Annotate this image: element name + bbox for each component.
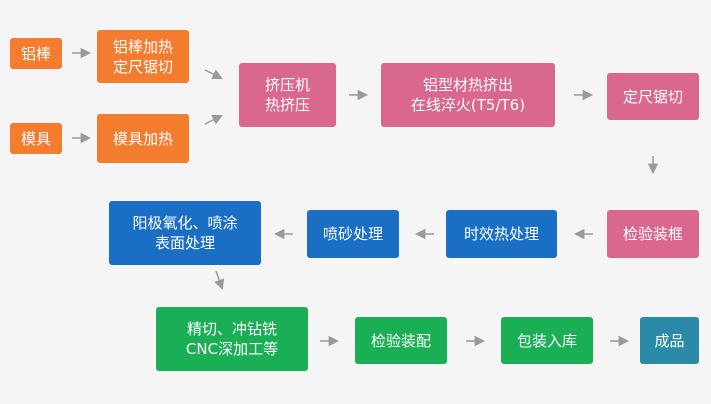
step-aluminum-bar: 铝棒 xyxy=(10,38,62,69)
step-aging: 时效热处理 xyxy=(446,210,557,258)
step-extruder: 挤压机 热挤压 xyxy=(239,63,336,127)
step-bar-heat-cut: 铝棒加热 定尺锯切 xyxy=(97,30,189,83)
step-finished: 成品 xyxy=(640,317,699,364)
arrow-heat-to-extruder xyxy=(204,69,223,79)
step-inspect-frame: 检验装框 xyxy=(607,210,699,258)
step-anodize-spray: 阳极氧化、喷涂 表面处理 xyxy=(109,201,261,265)
step-machining: 精切、冲钻铣 CNC深加工等 xyxy=(156,307,308,371)
step-inspect-assembly: 检验装配 xyxy=(355,317,447,364)
step-sandblast: 喷砂处理 xyxy=(307,210,399,258)
step-cut-to-length: 定尺锯切 xyxy=(607,73,699,120)
step-packaging: 包装入库 xyxy=(501,317,593,364)
arrow-moldheat-to-extruder xyxy=(204,115,223,125)
step-extrude-quench: 铝型材热挤出 在线淬火(T5/T6) xyxy=(381,63,555,127)
step-mold: 模具 xyxy=(10,123,62,154)
step-mold-heat: 模具加热 xyxy=(97,114,189,163)
arrow-anodize-to-machining xyxy=(214,270,225,290)
